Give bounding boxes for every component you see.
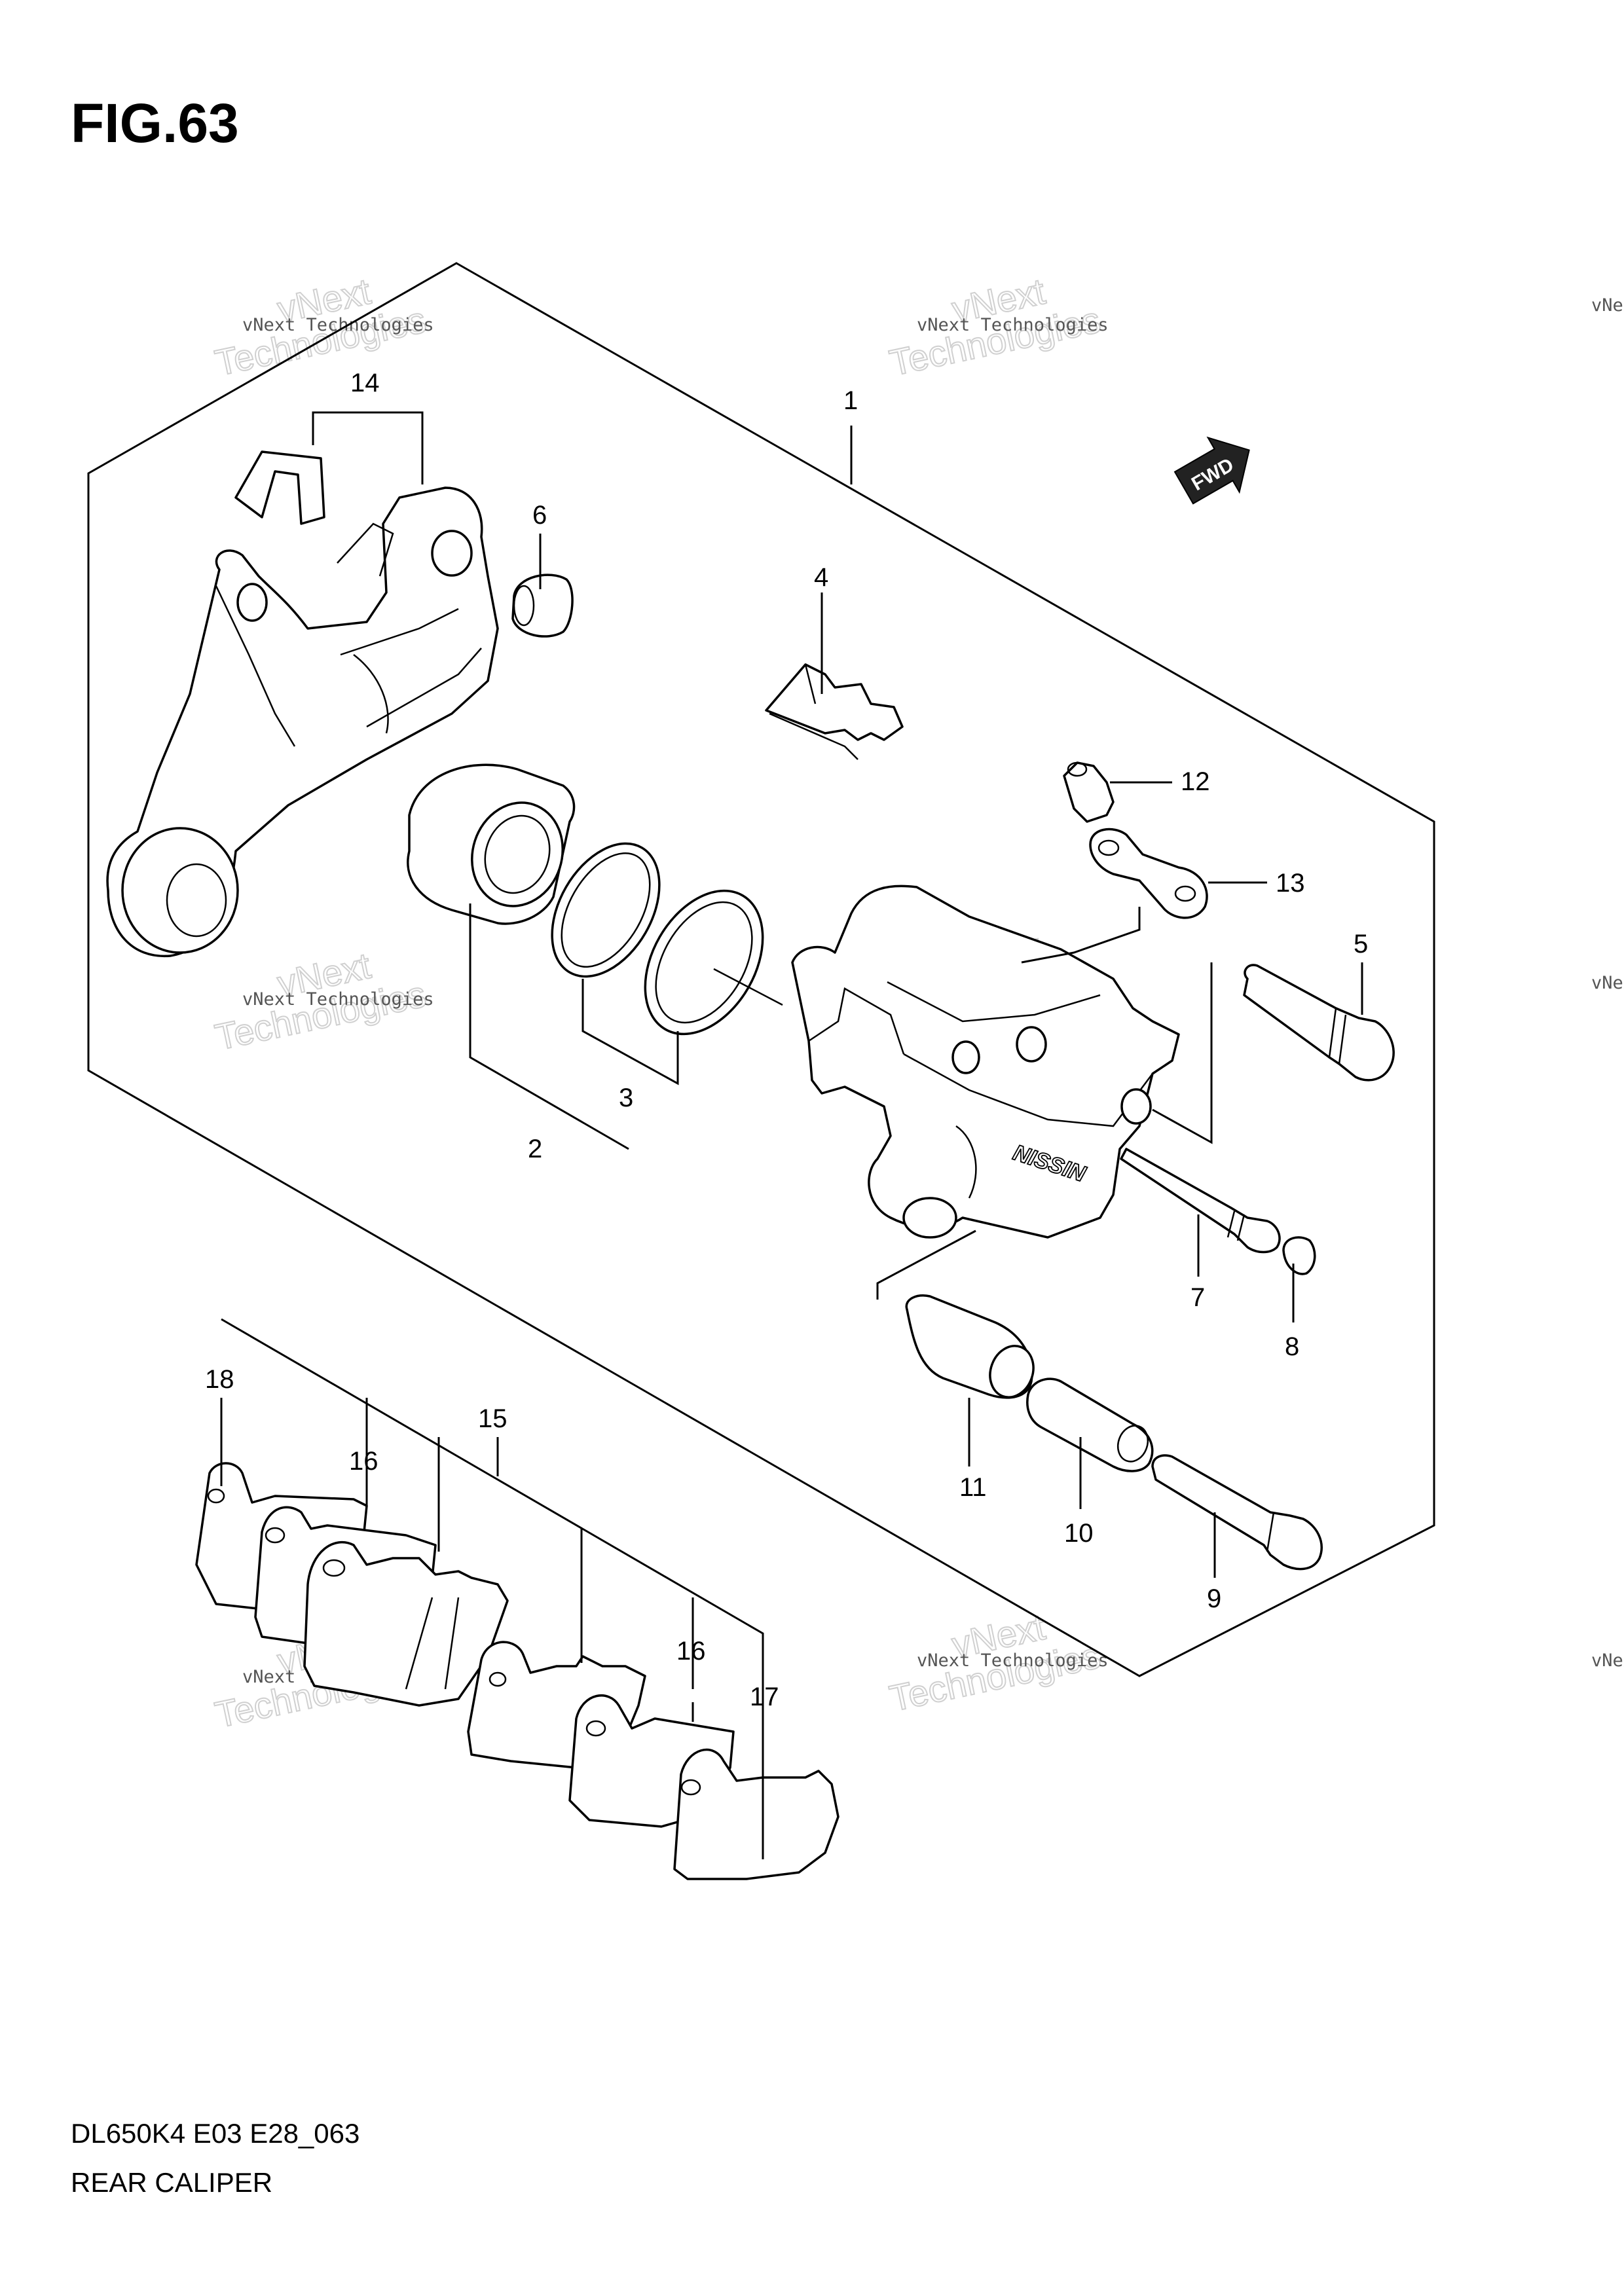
callout-12: 12	[1181, 767, 1210, 796]
part-bleeder-valve	[1063, 761, 1115, 823]
assembly-outline	[87, 262, 1435, 1677]
callout-4: 4	[814, 563, 828, 592]
part-sleeve	[1026, 1377, 1154, 1472]
callout-9: 9	[1207, 1584, 1221, 1613]
part-pad-pin	[1120, 1148, 1281, 1254]
callout-1: 1	[843, 386, 858, 415]
callout-numbers: 1 2 3 4 5 6 7 8 9 10 11 12 13 14 15 16 1…	[205, 369, 1368, 1711]
callout-leaders	[220, 411, 1363, 1859]
diagram-title: REAR CALIPER	[71, 2167, 273, 2198]
watermark-text: vNext Technologies	[1591, 295, 1624, 316]
watermark-text: vNext Technologies	[917, 315, 1109, 335]
callout-14: 14	[350, 369, 380, 397]
part-seals	[551, 842, 783, 1036]
figure-title: FIG.63	[71, 92, 239, 154]
part-pad-set-right	[467, 1641, 840, 1880]
part-sleeve-boot	[905, 1294, 1035, 1399]
part-plug	[1282, 1236, 1316, 1275]
callout-10: 10	[1064, 1519, 1094, 1548]
watermark-group: Technologies vNext vNext Technologies	[885, 1605, 1109, 1720]
watermark-group: Technologies vNext vNext Technologies	[211, 270, 434, 384]
callout-2: 2	[528, 1135, 542, 1163]
callout-5: 5	[1354, 930, 1368, 958]
callout-7: 7	[1190, 1283, 1205, 1312]
callout-16: 16	[676, 1637, 706, 1666]
watermark-group: Technologies vNext vNext Technologies	[885, 270, 1109, 384]
callout-11: 11	[959, 1473, 987, 1502]
callout-16: 16	[349, 1447, 378, 1476]
callout-8: 8	[1285, 1332, 1299, 1361]
watermark-text: vNext Technologies	[1591, 1650, 1624, 1671]
callout-18: 18	[205, 1365, 234, 1394]
part-piston	[407, 763, 576, 925]
watermark-text: vNext Technologies	[917, 1650, 1109, 1671]
watermark-text: vNext Technologies	[1591, 973, 1624, 993]
part-pad-spring	[765, 663, 904, 760]
fwd-arrow-icon: FWD	[1173, 436, 1250, 505]
part-bolt	[1151, 1454, 1323, 1571]
part-caliper-body: NISSIN	[791, 884, 1180, 1239]
callout-6: 6	[532, 501, 547, 530]
part-slide-pin	[1243, 964, 1395, 1082]
diagram-code: DL650K4 E03 E28_063	[71, 2118, 360, 2149]
watermark-text: vNext Technologies	[242, 989, 434, 1010]
part-caliper-bracket	[106, 450, 499, 958]
callout-17: 17	[750, 1683, 779, 1711]
watermark-edge: vNext Technologies vNext Technologies vN…	[1591, 295, 1624, 1671]
callout-13: 13	[1276, 869, 1305, 898]
part-boot	[511, 574, 574, 638]
watermark-group: Technologies vNext vNext Technologies	[211, 944, 434, 1059]
part-bleeder-cap	[1089, 828, 1208, 919]
watermark-text: vNext Technologies	[242, 315, 434, 335]
part-pad-set-left	[195, 1462, 509, 1707]
callout-3: 3	[619, 1084, 633, 1112]
callout-15: 15	[478, 1404, 507, 1433]
